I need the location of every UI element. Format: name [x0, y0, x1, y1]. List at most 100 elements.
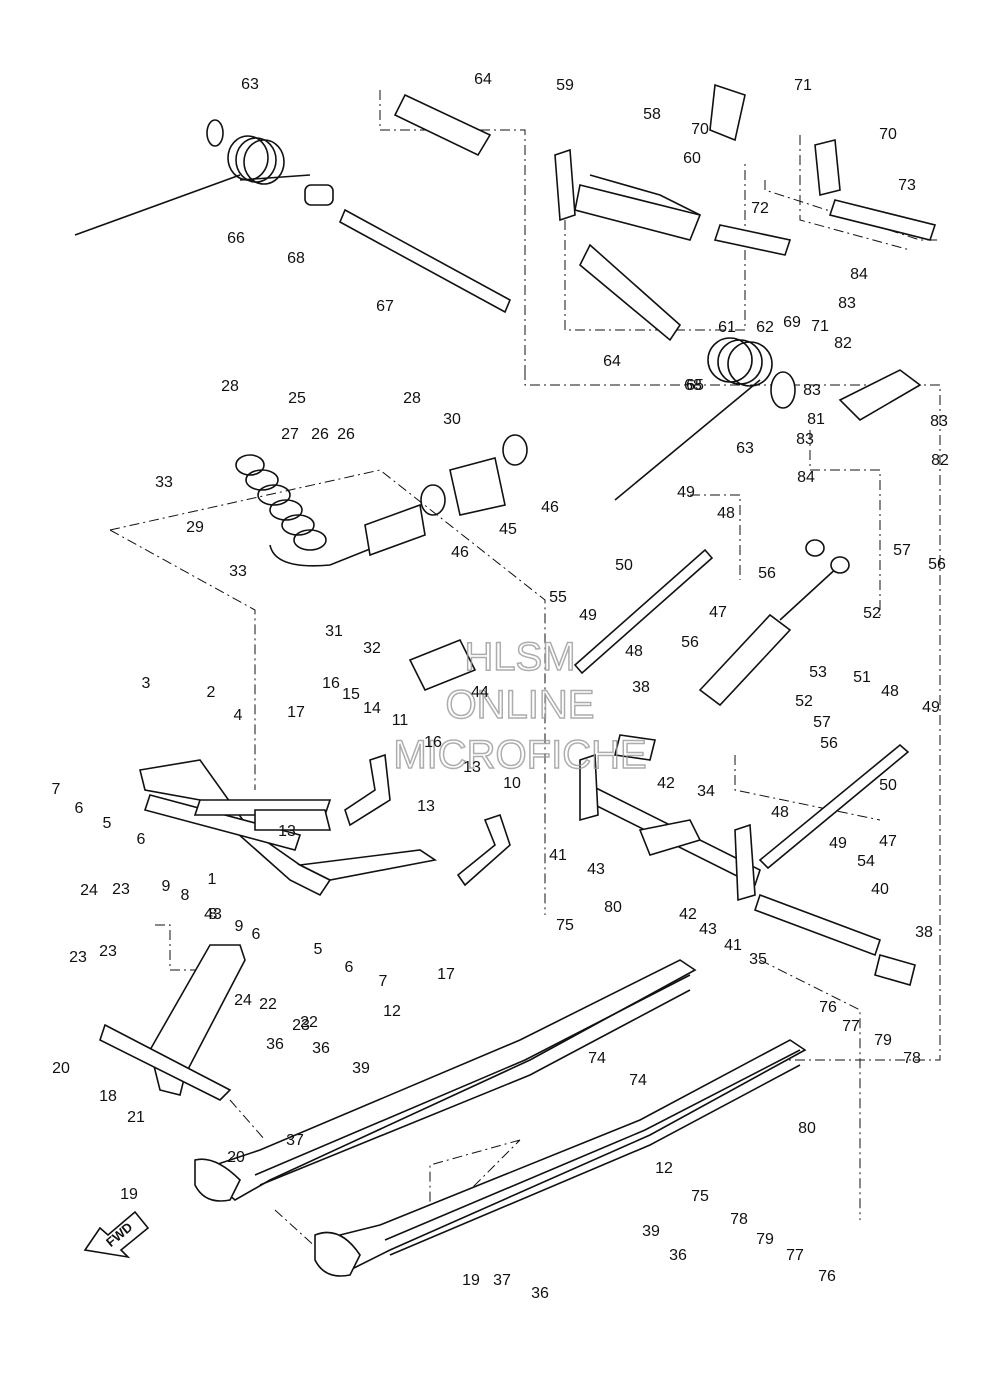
part-callout-48: 48: [717, 505, 735, 522]
part-callout-52: 52: [863, 605, 881, 622]
part-callout-49: 49: [922, 699, 940, 716]
part-callout-7: 7: [379, 973, 388, 990]
watermark: HLSM ONLINE MICROFICHE: [393, 634, 648, 778]
part-callout-3: 3: [142, 675, 151, 692]
torsion-spring-right: [614, 337, 796, 501]
part-callout-77: 77: [842, 1018, 860, 1035]
part-callout-64: 64: [474, 71, 492, 88]
front-pivot-arm-21: [99, 944, 246, 1101]
part-callout-79: 79: [756, 1231, 774, 1248]
part-callout-8: 8: [209, 906, 218, 923]
part-callout-11: 11: [392, 712, 409, 729]
part-callout-23: 23: [292, 1017, 310, 1034]
part-callout-23: 23: [69, 949, 87, 966]
part-callout-76: 76: [818, 1268, 836, 1285]
part-callout-23: 23: [112, 881, 130, 898]
part-callout-37: 37: [286, 1132, 304, 1149]
part-callout-71: 71: [811, 318, 829, 335]
part-callout-75: 75: [691, 1188, 709, 1205]
part-callout-50: 50: [615, 557, 633, 574]
part-callout-80: 80: [798, 1120, 816, 1137]
part-callout-79: 79: [874, 1032, 892, 1049]
part-callout-47: 47: [879, 833, 897, 850]
bracket-11: [344, 753, 391, 827]
part-callout-33: 33: [155, 474, 173, 491]
part-callout-13: 13: [278, 823, 296, 840]
part-callout-43: 43: [587, 861, 605, 878]
part-callout-56: 56: [928, 556, 946, 573]
part-callout-48: 48: [881, 683, 899, 700]
part-callout-53: 53: [809, 664, 827, 681]
part-callout-13: 13: [463, 759, 481, 776]
shaft-64-top: [393, 93, 492, 157]
forward-direction-badge: FWD: [83, 1210, 150, 1259]
part-callout-57: 57: [813, 714, 831, 731]
part-callout-48: 48: [625, 643, 643, 660]
part-callout-78: 78: [903, 1050, 921, 1067]
part-callout-5: 5: [103, 815, 112, 832]
part-callout-43: 43: [699, 921, 717, 938]
part-callout-80: 80: [604, 899, 622, 916]
part-callout-38: 38: [632, 679, 650, 696]
part-callout-44: 44: [471, 684, 489, 701]
part-callout-73: 73: [898, 177, 916, 194]
part-callout-69: 69: [783, 314, 801, 331]
part-callout-76: 76: [819, 999, 837, 1016]
bracket-44: [408, 638, 477, 692]
front-shock-absorber: [698, 539, 850, 707]
part-callout-49: 49: [829, 835, 847, 852]
torsion-spring-left: [74, 119, 311, 236]
part-callout-32: 32: [363, 640, 381, 657]
part-callout-29: 29: [186, 519, 204, 536]
part-callout-35: 35: [749, 951, 767, 968]
part-callout-84: 84: [850, 266, 868, 283]
part-callout-56: 56: [681, 634, 699, 651]
part-callout-78: 78: [730, 1211, 748, 1228]
part-callout-75: 75: [556, 917, 574, 934]
part-callout-27: 27: [281, 426, 299, 443]
part-callout-24: 24: [234, 992, 252, 1009]
part-callout-41: 41: [549, 847, 567, 864]
part-callout-83: 83: [803, 382, 821, 399]
part-callout-15: 15: [342, 686, 360, 703]
part-callout-37: 37: [493, 1272, 511, 1289]
part-callout-33: 33: [229, 563, 247, 580]
part-callout-31: 31: [325, 623, 343, 640]
part-callout-77: 77: [786, 1247, 804, 1264]
part-callout-82: 82: [931, 452, 949, 469]
bracket-10: [456, 813, 511, 887]
part-callout-65: 65: [686, 377, 704, 394]
part-callout-6: 6: [345, 959, 354, 976]
part-callout-8: 8: [181, 887, 190, 904]
part-callout-13: 13: [417, 798, 435, 815]
part-callout-55: 55: [549, 589, 567, 606]
part-callout-19: 19: [120, 1186, 138, 1203]
part-callout-28: 28: [221, 378, 239, 395]
part-callout-63: 63: [241, 76, 259, 93]
slide-rail-right: [314, 1039, 807, 1277]
part-callout-6: 6: [137, 831, 146, 848]
part-callout-58: 58: [643, 106, 661, 123]
part-callout-16: 16: [424, 734, 442, 751]
part-callout-36: 36: [266, 1036, 284, 1053]
part-callout-18: 18: [99, 1088, 117, 1105]
bushing-45: [420, 434, 528, 516]
part-callout-22: 22: [300, 1014, 318, 1031]
part-callout-66: 66: [227, 230, 245, 247]
collar-38: [614, 734, 916, 986]
part-callout-6: 6: [252, 926, 261, 943]
part-callout-56: 56: [758, 565, 776, 582]
part-callout-49: 49: [677, 484, 695, 501]
part-callout-19: 19: [462, 1272, 480, 1289]
part-callout-38: 38: [915, 924, 933, 941]
part-callout-10: 10: [503, 775, 521, 792]
part-callout-40: 40: [871, 881, 889, 898]
part-callout-36: 36: [669, 1247, 687, 1264]
part-callout-83: 83: [796, 431, 814, 448]
part-callout-47: 47: [709, 604, 727, 621]
part-callout-12: 12: [655, 1160, 673, 1177]
part-callout-12: 12: [383, 1003, 401, 1020]
bushing-68-top: [304, 184, 334, 206]
part-callout-41: 41: [724, 937, 742, 954]
